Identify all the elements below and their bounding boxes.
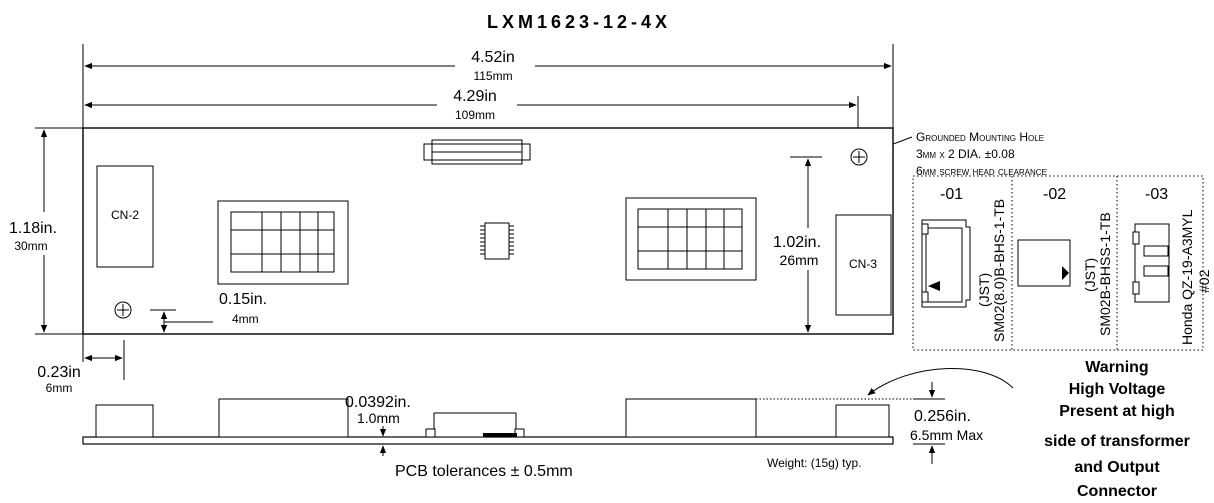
mounting-hole-line1: Grounded Mounting Hole bbox=[916, 130, 1044, 144]
variant-03-code: -03 bbox=[1145, 186, 1168, 203]
high-voltage-warning: Warning High Voltage Present at high sid… bbox=[1044, 359, 1190, 500]
variant-03: -03 Honda QZ-19-A3MYL #02 bbox=[1132, 186, 1212, 345]
warning-line5: and Output bbox=[1074, 459, 1160, 476]
connector-variants-box: -01 SM02(8.0)B-BHS-1-TB (JST) -02 SM02B-… bbox=[912, 175, 1212, 351]
board-height-mm: 30mm bbox=[14, 239, 47, 253]
variant-03-part: Honda QZ-19-A3MYL bbox=[1179, 209, 1195, 345]
left-offset-mm: 6mm bbox=[46, 381, 73, 395]
pcb-tolerance: PCB tolerances ± 0.5mm bbox=[395, 463, 573, 480]
hole-offset-in: 0.15in. bbox=[219, 291, 267, 308]
max-height-in: 0.256in. bbox=[914, 408, 971, 425]
cn2-connector: CN-2 bbox=[96, 165, 154, 268]
variant-01-maker: (JST) bbox=[976, 273, 992, 307]
top-connector bbox=[423, 139, 531, 165]
variant-01-code: -01 bbox=[940, 186, 963, 203]
drawing-title: LXM1623-12-4X bbox=[487, 12, 671, 32]
board-height-dimension: 1.18in. 30mm bbox=[9, 127, 83, 335]
left-transformer bbox=[217, 200, 349, 285]
weight-note: Weight: (15g) typ. bbox=[767, 456, 862, 470]
warning-line1: Warning bbox=[1085, 359, 1148, 376]
overall-width-dimension: 4.52in 115mm bbox=[82, 44, 894, 128]
variant-02-part: SM02B-BHSS-1-TB bbox=[1097, 212, 1113, 336]
warning-line3: Present at high bbox=[1059, 403, 1175, 420]
hole-offset-mm: 4mm bbox=[232, 312, 259, 326]
variant-02-code: -02 bbox=[1043, 186, 1066, 203]
cn2-label: CN-2 bbox=[111, 208, 139, 222]
warning-line2: High Voltage bbox=[1069, 381, 1166, 398]
cn3-connector: CN-3 bbox=[835, 214, 892, 316]
pcb-thickness-mm: 1.0mm bbox=[357, 410, 400, 426]
cn3-label: CN-3 bbox=[849, 257, 877, 271]
mounting-hole-left bbox=[114, 301, 132, 319]
hole-spacing-mm: 109mm bbox=[455, 108, 495, 122]
overall-width-mm: 115mm bbox=[473, 69, 512, 83]
board-top-view: CN-2 bbox=[82, 127, 894, 335]
pcb-thickness-dimension: 0.0392in. 1.0mm PCB tolerances ± 0.5mm bbox=[345, 394, 573, 480]
mounting-hole-note: Grounded Mounting Hole 3mm x 2 DIA. ±0.0… bbox=[871, 130, 1047, 178]
pcb-thickness-in: 0.0392in. bbox=[345, 394, 411, 411]
hole-spacing-dimension: 4.29in 109mm bbox=[84, 88, 859, 150]
warning-line4: side of transformer bbox=[1044, 433, 1190, 450]
board-height-in: 1.18in. bbox=[9, 220, 57, 237]
overall-width-in: 4.52in bbox=[471, 49, 515, 66]
mounting-hole-right bbox=[850, 148, 868, 166]
max-height-dimension: 0.256in. 6.5mm Max bbox=[910, 382, 983, 464]
max-height-mm: 6.5mm Max bbox=[910, 427, 983, 443]
left-offset-in: 0.23in bbox=[37, 364, 81, 381]
warning-line6: Connector bbox=[1077, 483, 1157, 500]
left-offset-dimension: 0.23in 6mm bbox=[37, 334, 125, 395]
ic-chip bbox=[480, 222, 514, 260]
hole-offset-dimension: 0.15in. 4mm bbox=[150, 291, 267, 333]
mounting-hole-line3: 6mm screw head clearance bbox=[916, 164, 1047, 178]
mounting-hole-line2: 3mm x 2 DIA. ±0.08 bbox=[916, 147, 1015, 161]
inner-height-in: 1.02in. bbox=[773, 234, 821, 251]
variant-02: -02 SM02B-BHSS-1-TB (JST) bbox=[1017, 186, 1113, 336]
variant-01-part: SM02(8.0)B-BHS-1-TB bbox=[991, 199, 1007, 342]
warning-pointer-arrow bbox=[867, 368, 1014, 396]
board-side-view bbox=[82, 398, 913, 445]
variant-02-maker: (JST) bbox=[1082, 258, 1098, 292]
hole-spacing-in: 4.29in bbox=[453, 88, 497, 105]
variant-03-maker: #02 bbox=[1196, 269, 1212, 293]
inner-height-mm: 26mm bbox=[780, 252, 819, 268]
variant-01: -01 SM02(8.0)B-BHS-1-TB (JST) bbox=[921, 186, 1007, 342]
right-transformer bbox=[625, 197, 757, 281]
inner-height-dimension: 1.02in. 26mm bbox=[773, 156, 822, 333]
